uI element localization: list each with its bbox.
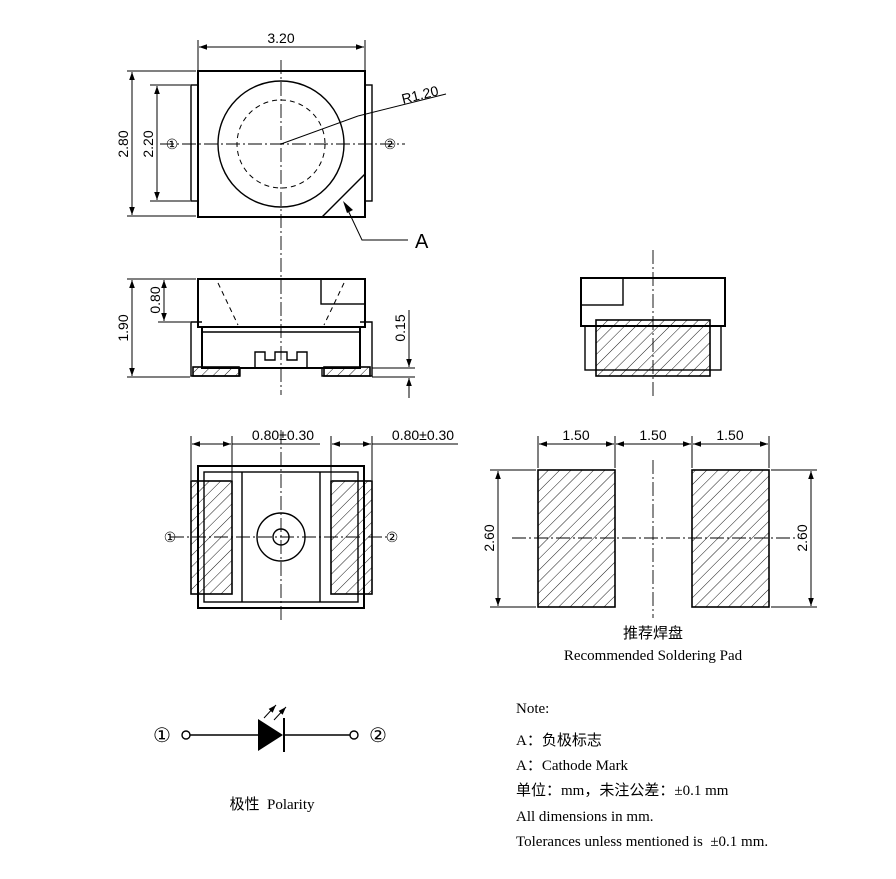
polarity-terminal-left bbox=[181, 730, 191, 740]
radius-dim-label: R1.20 bbox=[400, 82, 440, 107]
solder-pad-left bbox=[537, 469, 616, 608]
cathode-label: A bbox=[415, 231, 429, 253]
pad-left-dim-label: 0.80±0.30 bbox=[252, 427, 314, 443]
side-view-lens bbox=[197, 278, 366, 328]
emission-arrow-2 bbox=[273, 706, 287, 721]
cathode-arrow bbox=[343, 201, 353, 213]
solder-height-left-label: 2.60 bbox=[481, 524, 497, 551]
notes-heading: Note: bbox=[516, 701, 549, 717]
height-outer-dim-label: 2.80 bbox=[115, 130, 131, 157]
notes-line-1: A：负极标志 bbox=[516, 732, 602, 749]
side-chip-profile bbox=[254, 351, 308, 367]
side-lead-left-foot bbox=[192, 366, 240, 377]
cathode-leader bbox=[345, 205, 408, 241]
solder-pad-title-en: Recommended Soldering Pad bbox=[564, 648, 743, 664]
end-view-step bbox=[580, 277, 624, 306]
solder-dim2-label: 1.50 bbox=[639, 427, 666, 443]
notes-line-4: All dimensions in mm. bbox=[516, 809, 654, 825]
solder-dim1-label: 1.50 bbox=[562, 427, 589, 443]
solder-height-right-label: 2.60 bbox=[794, 524, 810, 551]
bottom-view: 0.80±0.30 0.80±0.30 ① ② bbox=[164, 427, 458, 622]
radius-leader-tail bbox=[357, 93, 447, 117]
polarity-pin1-label: ① bbox=[153, 725, 171, 747]
side-view: 1.90 0.80 0.15 bbox=[115, 278, 415, 398]
side-lead-right bbox=[321, 321, 373, 377]
polarity-pin2-label: ② bbox=[369, 725, 387, 747]
polarity-terminal-right bbox=[349, 730, 359, 740]
side-lead-right-foot bbox=[323, 366, 371, 377]
side-view-cathode-step bbox=[320, 278, 366, 305]
bottom-pad-right bbox=[330, 480, 373, 595]
top-view-lead-right bbox=[364, 84, 373, 202]
side-lead-left bbox=[190, 321, 241, 377]
radius-leader bbox=[280, 115, 359, 145]
top-view-lead-left bbox=[190, 84, 199, 202]
polarity-label: 极性 Polarity bbox=[230, 796, 315, 813]
lead-dim-label: 0.15 bbox=[392, 314, 408, 341]
emission-arrow-1 bbox=[263, 704, 277, 719]
solder-dim3-label: 1.50 bbox=[716, 427, 743, 443]
width-dim-label: 3.20 bbox=[267, 30, 294, 46]
side-view-body bbox=[201, 327, 361, 369]
notes: Note: A：负极标志 A：Cathode Mark 单位：mm，未注公差：±… bbox=[516, 701, 768, 850]
soldering-pad: 1.50 1.50 1.50 2.60 2.60 推荐焊盘 Recommende… bbox=[481, 427, 817, 664]
notes-line-3: 单位：mm，未注公差：±0.1 mm bbox=[516, 782, 729, 799]
side-lens-dash-right bbox=[323, 282, 345, 326]
pad-right-dim-label: 0.80±0.30 bbox=[392, 427, 454, 443]
top-pin2-label: ② bbox=[384, 136, 397, 152]
polarity-symbol: ① ② 极性 Polarity bbox=[153, 704, 387, 813]
top-pin1-label: ① bbox=[166, 136, 179, 152]
notes-line-5: Tolerances unless mentioned is ±0.1 mm. bbox=[516, 834, 768, 850]
bottom-pin2-label: ② bbox=[386, 529, 399, 545]
side-lens-dash-left bbox=[217, 282, 239, 326]
bottom-pin1-label: ① bbox=[164, 529, 177, 545]
solder-pad-right bbox=[691, 469, 770, 608]
end-view bbox=[580, 250, 726, 398]
solder-pad-title-cn: 推荐焊盘 bbox=[623, 624, 683, 642]
notes-line-2: A：Cathode Mark bbox=[516, 758, 629, 774]
cathode-chamfer bbox=[321, 173, 366, 218]
side-top-dim-label: 0.80 bbox=[147, 286, 163, 313]
diode-triangle bbox=[258, 719, 283, 751]
height-inner-dim-label: 2.20 bbox=[140, 130, 156, 157]
side-total-dim-label: 1.90 bbox=[115, 314, 131, 341]
bottom-pad-left bbox=[190, 480, 233, 595]
